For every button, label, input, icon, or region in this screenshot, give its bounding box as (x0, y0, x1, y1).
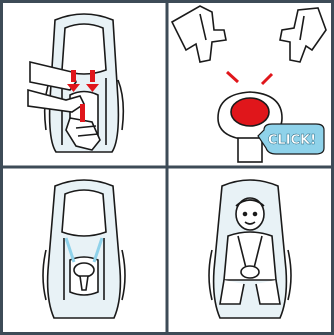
buckle-icon (241, 266, 259, 278)
click-label: CLICK! (268, 133, 316, 148)
car-seat-icon (43, 180, 125, 318)
panel-step-3 (43, 180, 125, 318)
click-badge: CLICK! (258, 124, 324, 154)
panel-step-4 (209, 180, 291, 318)
